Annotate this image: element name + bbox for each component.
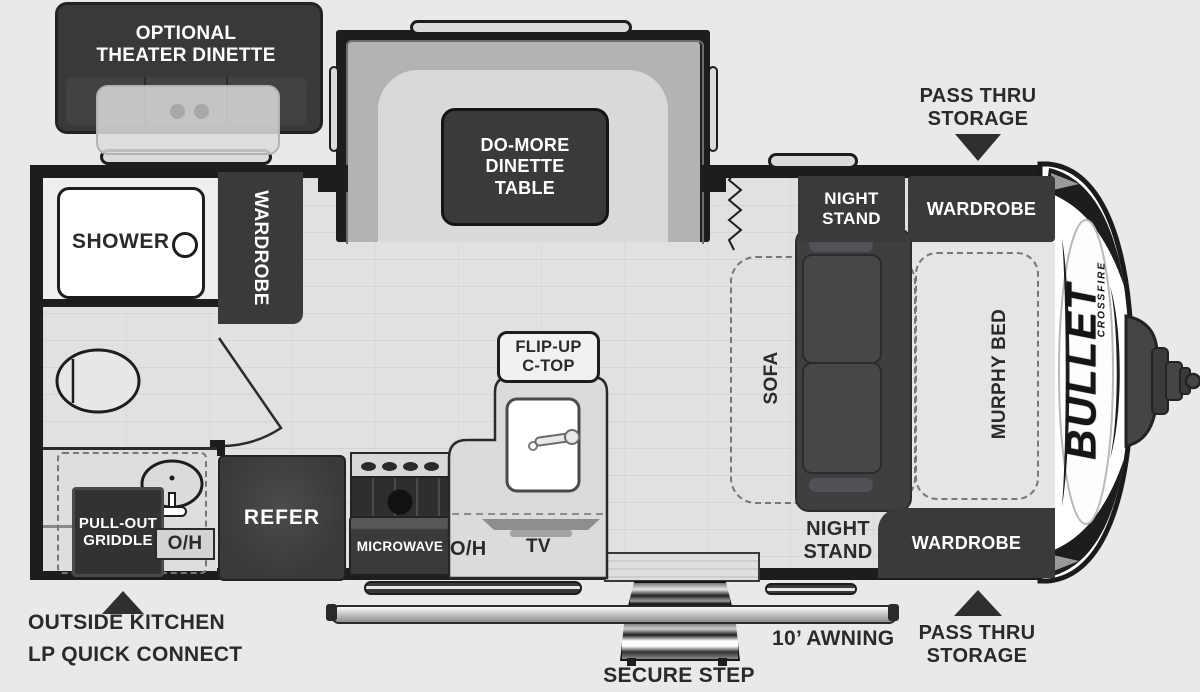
murphy-bed-area: [908, 242, 1055, 512]
cup-holder: [170, 104, 185, 119]
pass-thru-top-arrow: [955, 134, 1001, 161]
burner: [424, 461, 439, 471]
wardrobe-bottom: WARDROBE: [878, 508, 1055, 578]
shower-label: SHOWER: [72, 230, 170, 253]
curtain-zigzag: [727, 171, 743, 251]
awning-bar: [331, 605, 897, 624]
sofa-cushion: [802, 362, 882, 474]
tv-screen: [482, 519, 600, 530]
logo-oval: [1058, 219, 1114, 525]
slide-jamb-left: [318, 165, 348, 192]
range-grate: [350, 476, 450, 520]
outside-kitchen-arrow: [102, 591, 144, 614]
lp-quick-connect-label: LP QUICK CONNECT: [28, 643, 243, 666]
overhead-bath: O/H: [155, 528, 215, 560]
sofa-armrest-bottom: [809, 478, 873, 492]
step-foot: [627, 658, 636, 666]
secure-step-label: SECURE STEP: [603, 664, 755, 687]
pass-thru-bottom-arrow: [954, 590, 1002, 616]
refrigerator: REFER: [218, 455, 346, 581]
microwave-label: MICROWAVE: [356, 538, 444, 554]
burner: [403, 461, 418, 471]
nose-decal-right: [1110, 286, 1120, 459]
refrigerator-label: REFER: [243, 506, 321, 529]
awning-cap-right: [888, 604, 899, 621]
flip-up-ctop-label: FLIP-UP C-TOP: [515, 338, 582, 375]
nose-decal-top: [1046, 168, 1124, 286]
sofa: [795, 228, 912, 512]
tv-label: TV: [526, 536, 551, 557]
overhead-bath-label: O/H: [167, 533, 203, 554]
window-bottom-right: [765, 583, 857, 595]
nose-decal-bottom: [1046, 459, 1124, 577]
pull-out-griddle: PULL-OUT GRIDDLE: [72, 487, 164, 577]
burner: [361, 461, 376, 471]
theater-table: [96, 85, 280, 155]
window-bottom-left: [364, 581, 582, 595]
night-stand-bottom-label: NIGHT STAND: [803, 518, 873, 563]
tv-base: [510, 530, 572, 537]
microwave: MICROWAVE: [349, 516, 451, 576]
bath-wall: [43, 299, 218, 307]
slide-window: [410, 20, 632, 35]
wardrobe-bottom-label: WARDROBE: [911, 532, 1022, 553]
murphy-bed-outline: [915, 252, 1039, 500]
pull-out-griddle-label: PULL-OUT GRIDDLE: [78, 514, 158, 549]
sink-drain: [528, 441, 538, 451]
window-top-right: [768, 153, 858, 169]
nose-accent-bottom: [1051, 555, 1079, 572]
faucet-knob: [564, 429, 580, 445]
shower-drain: [172, 232, 198, 258]
flip-up-ctop: FLIP-UP C-TOP: [497, 331, 600, 383]
dinette-table-label: DO-MORE DINETTE TABLE: [480, 134, 570, 198]
toilet: [55, 348, 141, 414]
bath-sink-drain: [169, 475, 175, 481]
wardrobe-top-label: WARDROBE: [926, 198, 1037, 219]
pass-thru-top-label: PASS THRU STORAGE: [919, 85, 1037, 130]
awning-cap-left: [326, 604, 337, 621]
dinette-table: DO-MORE DINETTE TABLE: [441, 108, 609, 226]
outside-kitchen-label: OUTSIDE KITCHEN: [28, 611, 226, 634]
nose-decal-left: [1062, 238, 1070, 507]
slide-handle-right: [708, 66, 718, 152]
nose-accent-top: [1051, 173, 1079, 190]
burner: [382, 461, 397, 471]
cup-holder: [194, 104, 209, 119]
overhead-kitchen-label: O/H: [450, 538, 487, 560]
secure-step-upper: [628, 581, 732, 606]
night-stand-top-label: NIGHT STAND: [822, 189, 881, 228]
theater-dinette-label: OPTIONAL THEATER DINETTE: [96, 23, 276, 66]
dinette-slide: DO-MORE DINETTE TABLE: [336, 30, 710, 244]
pass-thru-bottom-label: PASS THRU STORAGE: [918, 622, 1036, 667]
slide-jamb-right: [700, 165, 726, 192]
bench-outline: [346, 40, 704, 244]
sofa-cushion: [802, 254, 882, 364]
bath-door-swing: [217, 337, 283, 448]
hitch-coupler: [1184, 372, 1200, 390]
night-stand-top: NIGHT STAND: [798, 176, 905, 242]
step-foot: [718, 658, 727, 666]
wardrobe-top: WARDROBE: [908, 176, 1055, 242]
slide-handle-left: [329, 66, 339, 152]
shower-pan: SHOWER: [57, 187, 205, 299]
wardrobe-bath: [218, 172, 303, 324]
awning-label: 10’ AWNING: [772, 627, 895, 650]
